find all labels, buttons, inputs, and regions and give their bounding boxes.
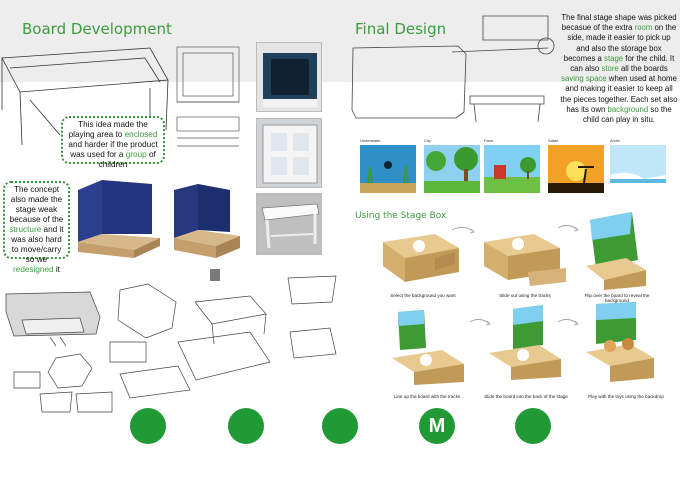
blue-stage-render-1 <box>78 180 160 258</box>
note2-text-b: and it was also hard to move/carry so we <box>11 225 64 264</box>
bg-thumb-arctic <box>610 145 666 193</box>
green-circle-2 <box>228 408 264 444</box>
using-stage-box-title: Using the Stage Box <box>355 211 447 221</box>
step-illustration-3 <box>586 212 646 290</box>
desc-text-4: all the boards <box>618 64 668 74</box>
desc-highlight-background: background <box>607 104 649 114</box>
bg-thumb-city <box>424 145 480 193</box>
note1-highlight-enclosed: enclosed <box>124 130 158 139</box>
final-design-description: The final stage shape was picked becasue… <box>560 13 678 125</box>
step-illustration-5 <box>489 305 561 380</box>
desc-text-2: on the side, made it easier to pick up a… <box>563 23 677 63</box>
step-illustration-1 <box>383 234 459 282</box>
note2-highlight-redesigned: redesigned <box>13 265 54 274</box>
note1-text-b: and harder if the product was used for a <box>68 140 158 159</box>
bg-thumb-safari <box>548 145 604 193</box>
photo-box-dark <box>256 42 322 112</box>
concept-sketches <box>5 269 337 413</box>
blue-stage-render-2 <box>174 184 240 258</box>
note1-text-c: of children <box>98 150 156 169</box>
desc-text-1: The final stage shape was picked becasue… <box>561 13 677 33</box>
green-circle-logo: M <box>419 408 455 444</box>
step-caption-3: Flip over the board to reveal the backgr… <box>584 293 650 303</box>
desc-text-3: for the child. It can also <box>570 53 675 74</box>
step-caption-6: Play with the toys using the backdrop <box>588 394 664 399</box>
desc-highlight-stage: stage <box>604 53 624 63</box>
orthographic-sketches <box>176 46 240 147</box>
green-circle-3 <box>322 408 358 444</box>
final-design-title: Final Design <box>355 20 447 38</box>
step-illustration-4 <box>392 310 464 385</box>
note2-text-a: The concept also made the stage weak bec… <box>9 185 64 224</box>
bg-caption-farm: Farm <box>484 138 494 143</box>
photo-frame-white <box>256 193 322 255</box>
green-circle-5 <box>515 408 551 444</box>
bg-thumb-underwater <box>360 145 416 193</box>
bg-caption-underwater: Underwater <box>360 138 381 143</box>
logo-mark: M <box>428 415 446 437</box>
step-caption-5: Slide the board into the back of the sta… <box>484 394 568 399</box>
photo-box-cards <box>256 118 322 188</box>
desc-highlight-room: room <box>634 23 653 33</box>
step-illustration-6 <box>586 302 654 382</box>
desc-highlight-store: store <box>601 64 619 74</box>
desc-text-6: so the child can play in situ. <box>583 104 672 125</box>
note2-text-c: it <box>53 265 60 274</box>
desc-text-5: when used at home and making it easier t… <box>560 74 678 114</box>
note-enclosed: This idea made the playing area to enclo… <box>61 116 165 169</box>
note1-highlight-group: group <box>125 150 147 159</box>
step-caption-1: Select the background you want <box>390 293 456 298</box>
desc-highlight-saving-space: saving space <box>561 74 607 84</box>
bg-thumb-farm <box>484 145 540 193</box>
step-arrows <box>451 224 579 326</box>
green-circle-1 <box>130 408 166 444</box>
step-caption-2: Slide out using the tracks <box>499 293 551 298</box>
note1-text-a: This idea made the playing area to <box>68 120 148 139</box>
step-caption-4: Line up the board with the tracks <box>393 394 461 399</box>
final-design-sketch <box>351 15 555 123</box>
step-illustration-2 <box>484 234 566 286</box>
bg-caption-safari: Safari <box>548 138 559 143</box>
note-redesigned: The concept also made the stage weak bec… <box>3 181 70 274</box>
stage-sketch-large <box>1 47 169 146</box>
note2-highlight-structure: structure <box>9 225 42 234</box>
bg-caption-arctic: Arctic <box>610 138 620 143</box>
board-development-title: Board Development <box>22 20 172 38</box>
header-band <box>0 0 680 82</box>
bg-caption-city: City <box>424 138 431 143</box>
